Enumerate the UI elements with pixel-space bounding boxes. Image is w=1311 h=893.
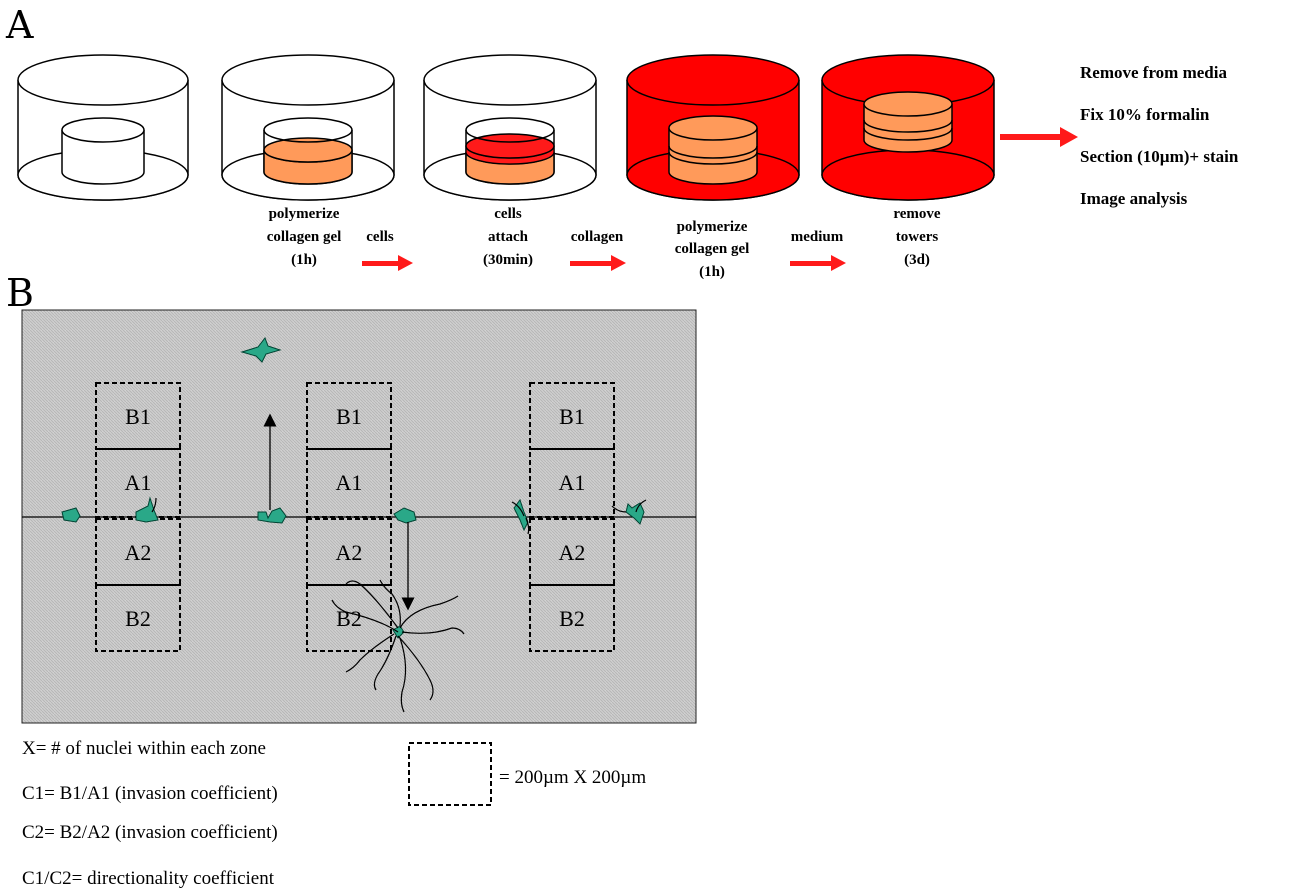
step-image: Image analysis: [1080, 189, 1188, 208]
svg-text:(30min): (30min): [483, 252, 533, 268]
dish-5: [821, 54, 995, 201]
cell-icon: [625, 502, 645, 525]
scale-box: [408, 742, 492, 806]
svg-text:towers: towers: [896, 229, 939, 245]
definitions: X= # of nuclei within each zone C1= B1/A…: [22, 738, 278, 889]
dish-3-caption: cells attach (30min): [483, 206, 533, 268]
zone-a2: A2: [559, 540, 586, 565]
step-fix: Fix 10% formalin: [1080, 105, 1210, 124]
cell-icon: [257, 507, 287, 524]
dish-4: [626, 54, 800, 201]
dish-1: [17, 54, 189, 201]
svg-text:collagen gel: collagen gel: [675, 241, 750, 257]
zone-b1: B1: [336, 404, 362, 429]
analysis-steps: Remove from media Fix 10% formalin Secti…: [1080, 63, 1239, 208]
definition-x: X= # of nuclei within each zone: [22, 738, 266, 759]
arrow-analysis: [1000, 127, 1078, 147]
zone-b2: B2: [559, 606, 585, 631]
dish-5-caption: remove towers (3d): [893, 206, 941, 268]
zone-b2: B2: [336, 606, 362, 631]
svg-text:attach: attach: [488, 229, 529, 245]
zone-a2: A2: [125, 540, 152, 565]
step-section: Section (10µm)+ stain: [1080, 147, 1239, 166]
arrow-medium: medium: [790, 229, 846, 271]
svg-text:cells: cells: [494, 206, 522, 222]
svg-text:collagen: collagen: [571, 229, 624, 245]
zone-column-3: B1 A1 A2 B2: [529, 382, 615, 652]
cell-icon: [135, 496, 159, 523]
svg-text:polymerize: polymerize: [677, 219, 748, 235]
cell-protrusions: [151, 497, 647, 713]
definition-c2: C2= B2/A2 (invasion coefficient): [22, 822, 278, 843]
step-remove: Remove from media: [1080, 63, 1227, 82]
zone-b2: B2: [125, 606, 151, 631]
svg-text:medium: medium: [791, 229, 844, 245]
svg-text:(3d): (3d): [904, 252, 930, 268]
panel-b-label: B: [6, 271, 34, 315]
dish-4-caption: polymerize collagen gel (1h): [675, 219, 750, 280]
cell-icon: [240, 336, 282, 363]
dish-3: [423, 54, 597, 201]
zone-b1: B1: [559, 404, 585, 429]
zone-a1: A1: [336, 470, 363, 495]
dish-2: [221, 54, 395, 201]
zone-b1: B1: [125, 404, 151, 429]
panel-a-label: A: [5, 3, 34, 47]
svg-text:remove: remove: [893, 206, 941, 222]
svg-text:(1h): (1h): [699, 264, 725, 280]
cell-icon: [393, 507, 417, 524]
svg-text:cells: cells: [366, 229, 394, 245]
svg-text:polymerize: polymerize: [269, 206, 340, 222]
svg-text:(1h): (1h): [291, 252, 317, 268]
zone-a2: A2: [336, 540, 363, 565]
definition-c1: C1= B1/A1 (invasion coefficient): [22, 783, 278, 804]
zone-a1: A1: [559, 470, 586, 495]
arrow-collagen: collagen: [570, 229, 626, 271]
cell-icon: [61, 507, 81, 523]
arrow-cells: cells: [362, 229, 413, 271]
zone-a1: A1: [125, 470, 152, 495]
cells: [61, 336, 645, 639]
dish-2-caption: polymerize collagen gel (1h): [267, 206, 342, 268]
definition-c1c2: C1/C2= directionality coefficient: [22, 868, 275, 889]
svg-text:collagen gel: collagen gel: [267, 229, 342, 245]
zone-column-2: B1 A1 A2 B2: [306, 382, 392, 652]
scale-text: = 200µm X 200µm: [499, 767, 646, 788]
